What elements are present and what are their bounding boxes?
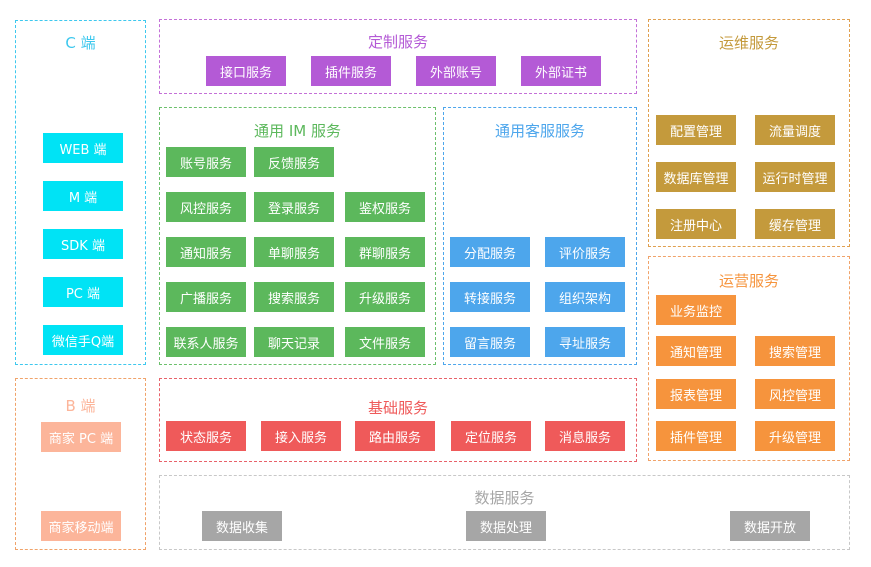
tile-db[interactable]: 数据库管理 <box>656 162 736 192</box>
tile-data-open[interactable]: 数据开放 <box>730 511 810 541</box>
tile-single-chat[interactable]: 单聊服务 <box>254 237 334 267</box>
im-service-panel: 通用 IM 服务 账号服务 反馈服务 风控服务 登录服务 鉴权服务 通知服务 单… <box>159 107 436 365</box>
tile-wechat-qq[interactable]: 微信手Q端 <box>43 325 123 355</box>
custom-service-title: 定制服务 <box>367 33 428 51</box>
ops-service-panel: 运维服务 配置管理 流量调度 数据库管理 运行时管理 注册中心 缓存管理 <box>648 19 850 247</box>
tile-web[interactable]: WEB 端 <box>43 133 123 163</box>
tile-dispatch[interactable]: 分配服务 <box>450 237 530 267</box>
tile-m[interactable]: M 端 <box>43 181 123 211</box>
cs-service-panel: 通用客服服务 分配服务 评价服务 转接服务 组织架构 留言服务 寻址服务 <box>443 107 637 365</box>
tile-merchant-mobile[interactable]: 商家移动端 <box>41 511 121 541</box>
tile-account[interactable]: 账号服务 <box>166 147 246 177</box>
tile-feedback[interactable]: 反馈服务 <box>254 147 334 177</box>
tile-data-process[interactable]: 数据处理 <box>466 511 546 541</box>
tile-merchant-pc[interactable]: 商家 PC 端 <box>41 422 121 452</box>
tile-login[interactable]: 登录服务 <box>254 192 334 222</box>
tile-locate[interactable]: 定位服务 <box>451 421 531 451</box>
data-service-title: 数据服务 <box>474 489 535 507</box>
tile-external-account[interactable]: 外部账号 <box>416 56 496 86</box>
tile-message-board[interactable]: 留言服务 <box>450 327 530 357</box>
biz-service-title: 运营服务 <box>718 272 779 290</box>
tile-broadcast[interactable]: 广播服务 <box>166 282 246 312</box>
tile-search-mgmt[interactable]: 搜索管理 <box>755 336 835 366</box>
base-service-title: 基础服务 <box>367 399 428 417</box>
tile-cache[interactable]: 缓存管理 <box>755 209 835 239</box>
tile-interface[interactable]: 接口服务 <box>206 56 286 86</box>
tile-plugin-mgmt[interactable]: 插件管理 <box>656 421 736 451</box>
tile-registry[interactable]: 注册中心 <box>656 209 736 239</box>
tile-upgrade[interactable]: 升级服务 <box>345 282 425 312</box>
tile-notify[interactable]: 通知服务 <box>166 237 246 267</box>
base-service-panel: 基础服务 状态服务 接入服务 路由服务 定位服务 消息服务 <box>159 378 637 462</box>
tile-auth[interactable]: 鉴权服务 <box>345 192 425 222</box>
b-end-title: B 端 <box>65 397 96 415</box>
tile-pc[interactable]: PC 端 <box>43 277 123 307</box>
ops-service-title: 运维服务 <box>718 34 779 52</box>
tile-file[interactable]: 文件服务 <box>345 327 425 357</box>
tile-status[interactable]: 状态服务 <box>166 421 246 451</box>
tile-access[interactable]: 接入服务 <box>261 421 341 451</box>
tile-message[interactable]: 消息服务 <box>545 421 625 451</box>
tile-routing[interactable]: 路由服务 <box>355 421 435 451</box>
tile-report-mgmt[interactable]: 报表管理 <box>656 379 736 409</box>
tile-plugin[interactable]: 插件服务 <box>311 56 391 86</box>
tile-addressing[interactable]: 寻址服务 <box>545 327 625 357</box>
tile-biz-monitor[interactable]: 业务监控 <box>656 295 736 325</box>
tile-search[interactable]: 搜索服务 <box>254 282 334 312</box>
tile-contacts[interactable]: 联系人服务 <box>166 327 246 357</box>
tile-org[interactable]: 组织架构 <box>545 282 625 312</box>
tile-chat-history[interactable]: 聊天记录 <box>254 327 334 357</box>
tile-group-chat[interactable]: 群聊服务 <box>345 237 425 267</box>
b-end-panel: B 端 商家 PC 端 商家移动端 <box>15 378 146 550</box>
tile-risk[interactable]: 风控服务 <box>166 192 246 222</box>
tile-rating[interactable]: 评价服务 <box>545 237 625 267</box>
cs-service-title: 通用客服服务 <box>494 122 585 140</box>
tile-sdk[interactable]: SDK 端 <box>43 229 123 259</box>
tile-external-cert[interactable]: 外部证书 <box>521 56 601 86</box>
c-end-title: C 端 <box>65 34 96 52</box>
c-end-panel: C 端 WEB 端 M 端 SDK 端 PC 端 微信手Q端 <box>15 20 146 365</box>
tile-risk-mgmt[interactable]: 风控管理 <box>755 379 835 409</box>
data-service-panel: 数据服务 数据收集 数据处理 数据开放 <box>159 475 850 550</box>
tile-config[interactable]: 配置管理 <box>656 115 736 145</box>
im-service-title: 通用 IM 服务 <box>254 122 341 140</box>
tile-runtime[interactable]: 运行时管理 <box>755 162 835 192</box>
tile-data-collect[interactable]: 数据收集 <box>202 511 282 541</box>
biz-service-panel: 运营服务 业务监控 通知管理 搜索管理 报表管理 风控管理 插件管理 升级管理 <box>648 256 850 461</box>
tile-transfer[interactable]: 转接服务 <box>450 282 530 312</box>
tile-notify-mgmt[interactable]: 通知管理 <box>656 336 736 366</box>
tile-traffic[interactable]: 流量调度 <box>755 115 835 145</box>
custom-service-panel: 定制服务 接口服务 插件服务 外部账号 外部证书 <box>159 19 637 94</box>
tile-upgrade-mgmt[interactable]: 升级管理 <box>755 421 835 451</box>
